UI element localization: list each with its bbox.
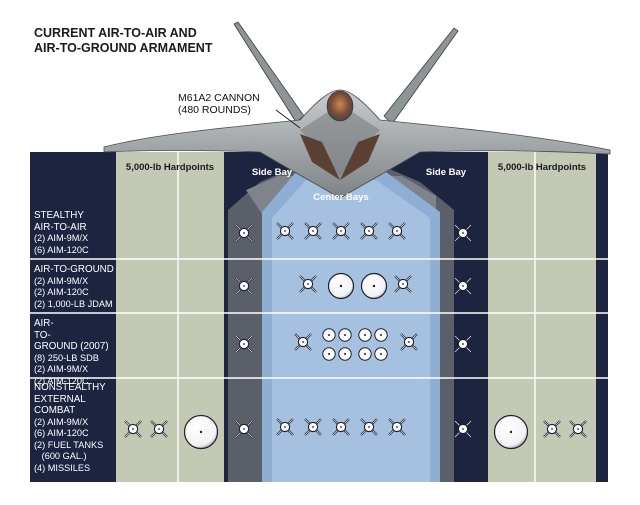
row-label-air-to-ground: AIR-TO-GROUND (2) AIM-9M/X (2) AIM-120C …	[34, 264, 116, 310]
row-item: (2) 1,000-LB JDAM	[34, 298, 113, 309]
row-label-nonstealthy-external-combat: NONSTEALTHY EXTERNAL COMBAT (2) AIM-9M/X…	[34, 382, 116, 474]
sdb-bomb-icon	[358, 347, 372, 361]
fuel-tank-icon	[493, 414, 529, 450]
row-heading: AIR-	[34, 318, 54, 329]
row-heading: TO-	[34, 329, 51, 341]
sdb-bomb-icon	[338, 328, 352, 342]
row-heading: STEALTHY	[34, 210, 84, 221]
right-hardpoints-label: 5,000-lb Hardpoints	[497, 162, 587, 173]
sdb-bomb-icon	[322, 328, 336, 342]
row-heading: NONSTEALTHY	[34, 382, 106, 393]
jdam-bomb-icon	[360, 272, 388, 300]
cannon-label-line-2: (480 ROUNDS)	[178, 104, 251, 116]
row-item: (6) AIM-120C	[34, 244, 89, 255]
row-heading: GROUND (2007)	[34, 341, 109, 352]
right-side-bay-label: Side Bay	[425, 167, 467, 178]
row-item: (4) MISSILES	[34, 462, 91, 473]
diagram-title: CURRENT AIR-TO-AIR AND AIR-TO-GROUND ARM…	[34, 26, 212, 56]
row-item: (2) FUEL TANKS	[34, 439, 104, 450]
cannon-label: M61A2 CANNON (480 ROUNDS)	[178, 92, 260, 116]
sdb-bomb-icon	[374, 347, 388, 361]
aircraft-illustration	[103, 21, 611, 199]
row-label-stealthy-air-to-air: STEALTHY AIR-TO-AIR (2) AIM-9M/X (6) AIM…	[34, 210, 116, 256]
sdb-bomb-icon	[358, 328, 372, 342]
row-label-air-to-ground-2007: AIR- TO- GROUND (2007) (8) 250-LB SDB (2…	[34, 318, 116, 387]
sdb-bomb-icon	[322, 347, 336, 361]
row-heading: EXTERNAL	[34, 393, 86, 405]
row-item: (2) AIM-9M/X	[34, 364, 89, 374]
sdb-bomb-icon	[338, 347, 352, 361]
row-item: (2) AIM-120C	[34, 375, 89, 386]
row-item: (8) 250-LB SDB	[34, 352, 99, 363]
sdb-bomb-icon	[374, 328, 388, 342]
title-line-1: CURRENT AIR-TO-AIR AND	[34, 26, 197, 40]
left-side-bay-label: Side Bay	[251, 167, 293, 178]
left-hardpoints-label: 5,000-lb Hardpoints	[125, 162, 215, 173]
jdam-bomb-icon	[327, 272, 355, 300]
row-item: (2) AIM-9M/X	[34, 416, 89, 427]
title-line-2: AIR-TO-GROUND ARMAMENT	[34, 41, 213, 55]
row-item: (2) AIM-120C	[34, 287, 89, 297]
row-heading: AIR-TO-GROUND	[34, 264, 114, 275]
row-heading: AIR-TO-AIR	[34, 221, 87, 233]
row-heading: COMBAT	[34, 405, 76, 416]
center-bays-label: Center Bays	[313, 192, 369, 203]
row-item: (600 GAL.)	[34, 451, 87, 461]
row-item: (6) AIM-120C	[34, 428, 89, 438]
cannon-label-line-1: M61A2 CANNON	[178, 92, 260, 104]
fuel-tank-icon	[183, 414, 219, 450]
row-item: (2) AIM-9M/X	[34, 233, 89, 243]
row-item: (2) AIM-9M/X	[34, 275, 89, 286]
